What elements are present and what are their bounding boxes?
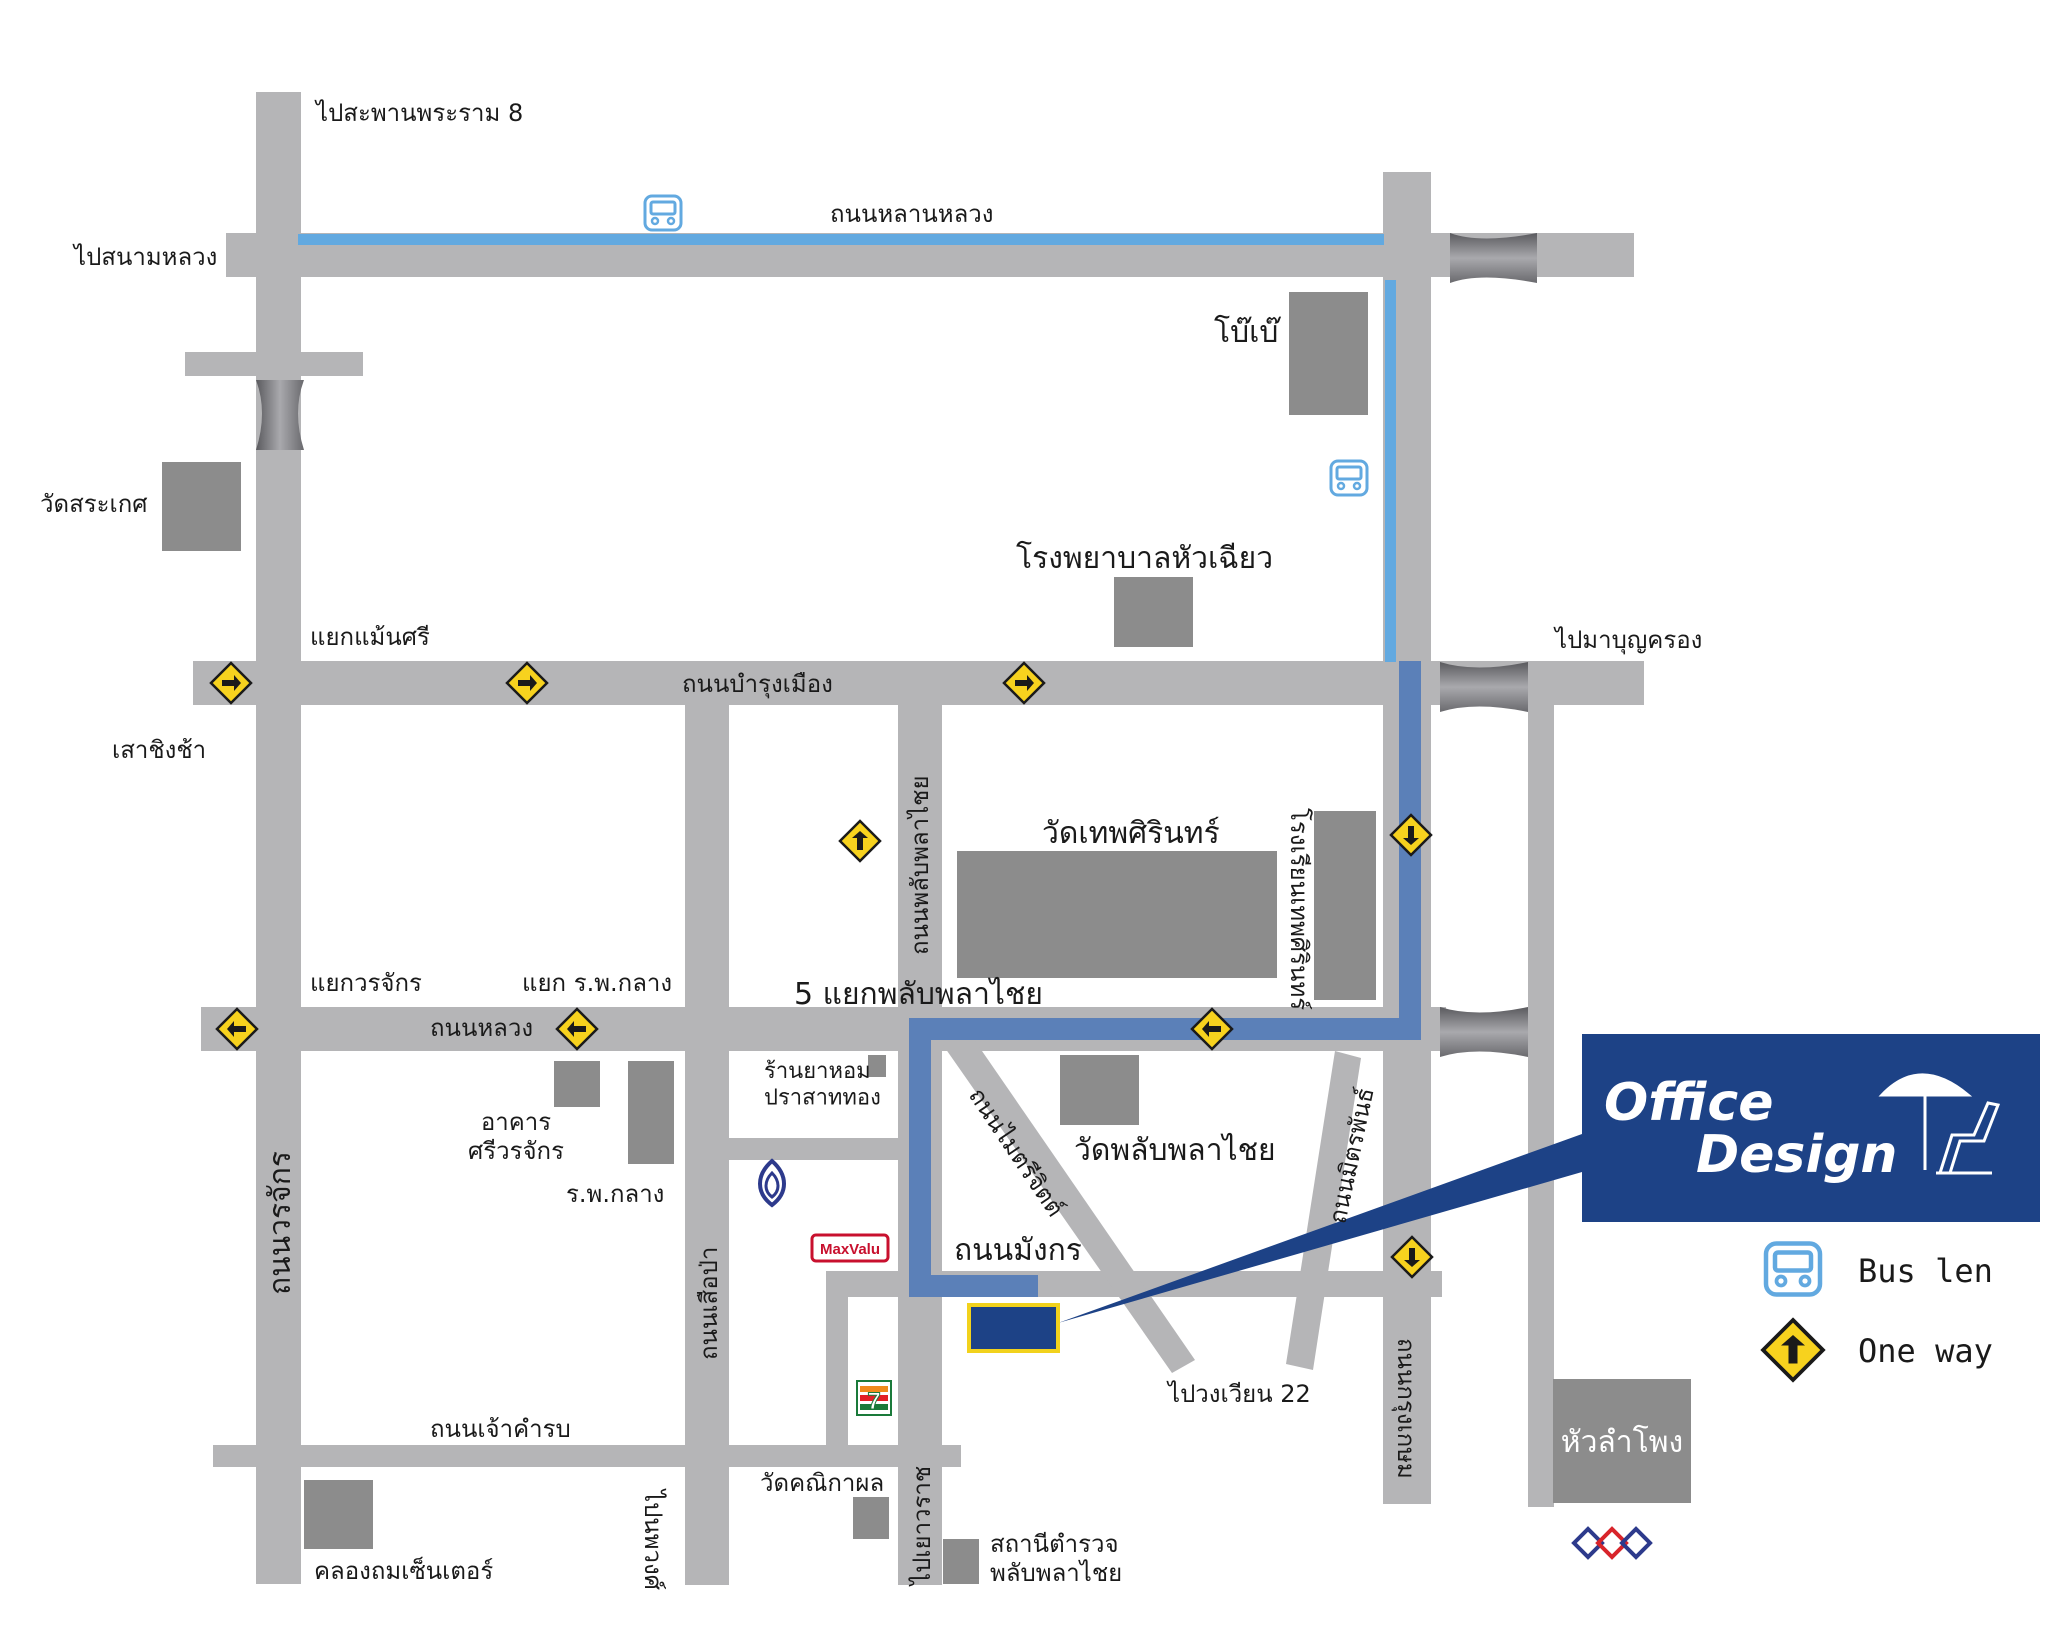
label-sao-ching-cha: เสาชิงช้า <box>112 736 206 764</box>
building-wat-thep-sirin <box>957 851 1277 978</box>
label-bobae: โบ๊เบ๊ <box>1214 314 1281 350</box>
road-small-horizontal <box>729 1138 898 1160</box>
label-klang-hospital: ร.พ.กลาง <box>566 1180 664 1208</box>
seven-eleven-logo: 7 <box>856 1380 892 1416</box>
building-wat-khanika-phon <box>853 1497 889 1539</box>
building-pharmacy <box>868 1055 886 1077</box>
label-mangkon-road: ถนนมังกร <box>954 1233 1082 1268</box>
label-klang-hospital-junction: แยก ร.พ.กลาง <box>522 969 672 997</box>
road-short-upper-left <box>185 352 363 376</box>
bridge-icon <box>1440 1007 1528 1057</box>
one-way-sign-icon <box>838 819 882 863</box>
label-building-sriworachak-1: อาคารศรีวรจักร <box>468 1108 564 1165</box>
label-to-rama8: ไปสะพานพระราม 8 <box>314 99 523 127</box>
map-labels: ไปสะพานพระราม 8 ไปสนามหลวง ถนนหลานหลวง โ… <box>40 99 1702 1590</box>
label-yaowarat-road: ไปเยาวราช <box>908 1466 936 1587</box>
road-chao-kham-rop <box>213 1445 961 1467</box>
label-wat-phlap-phla-chai: วัดพลับพลาไชย <box>1074 1132 1276 1168</box>
office-design-brand: Office Design <box>1582 1034 2040 1222</box>
one-way-sign-icon <box>1761 1318 1825 1382</box>
beach-chair-umbrella-icon <box>1878 1073 2001 1175</box>
mrt-logo-icon <box>1571 1526 1653 1560</box>
brand-line2: Design <box>1696 1125 1897 1185</box>
label-maen-si-junction: แยกแม้นศรี <box>310 623 430 651</box>
road-suea-pa <box>685 705 729 1585</box>
office-location-marker[interactable] <box>967 1303 1060 1353</box>
building-wat-phlap-phla-chai <box>1060 1055 1139 1125</box>
building-klang-hospital <box>628 1061 674 1164</box>
label-five-way-junction: 5 แยกพลับพลาไชย <box>794 976 1043 1012</box>
label-thep-sirin-school: โรงเรียนเทพศิรินทร์ <box>1285 808 1313 1010</box>
label-to-sanam-luang: ไปสนามหลวง <box>72 243 217 271</box>
label-wat-thep-sirin: วัดเทพศิรินทร์ <box>1042 816 1220 851</box>
maxvalu-logo: MaxValu <box>810 1233 890 1263</box>
route-to-office <box>909 661 1421 1297</box>
road-mittraphan <box>1286 1051 1361 1370</box>
label-pharmacy: ร้านยาหอมปราสาททอง <box>764 1059 881 1110</box>
buildings <box>162 292 1691 1584</box>
label-chao-kham-rop-road: ถนนเจ้าคำรบ <box>430 1415 571 1443</box>
legend-bus-lane-label: Bus len <box>1858 1252 1993 1290</box>
building-sriworachak <box>554 1061 600 1107</box>
bus-icon <box>1329 459 1369 497</box>
label-worachak-road: ถนนวรจักร <box>263 1151 298 1295</box>
building-klong-thom <box>304 1480 373 1549</box>
road-maitri-chit <box>936 1022 1195 1373</box>
label-krung-kasem-road: ถนนกรุงเกษม <box>1391 1338 1420 1479</box>
label-to-nopphawong: ไปนพวงศ์ <box>639 1488 667 1590</box>
bus-icon <box>1766 1244 1820 1295</box>
label-hua-lamphong: หัวลำโพง <box>1561 1424 1683 1460</box>
bridge-icon <box>1450 233 1537 283</box>
bridge-icon <box>1440 662 1528 712</box>
legend-bus-lane: Bus len <box>1766 1244 1993 1295</box>
label-hua-chiew-hospital: โรงพยาบาลหัวเฉียว <box>1016 540 1273 576</box>
label-to-wongwian-22: ไปวงเวียน 22 <box>1166 1380 1311 1408</box>
label-worachak-junction: แยกวรจักร <box>310 969 422 997</box>
svg-text:MaxValu: MaxValu <box>820 1241 880 1258</box>
bangkok-bank-icon <box>758 1158 786 1208</box>
label-to-mahboonkrong: ไปมาบุญครอง <box>1553 626 1702 655</box>
label-lan-luang-road: ถนนหลานหลวง <box>830 200 993 228</box>
road-worachak <box>256 92 301 1584</box>
legend-one-way: One way <box>1761 1318 1993 1382</box>
bus-lane <box>298 234 1396 662</box>
roads <box>185 92 1644 1585</box>
road-small-vertical <box>826 1297 848 1449</box>
building-hua-lamphong <box>1553 1379 1691 1503</box>
label-wat-khanika-phon: วัดคณิกาผล <box>760 1469 884 1497</box>
brand-line1: Office <box>1604 1073 1773 1133</box>
bridge-icon <box>256 380 304 450</box>
label-wat-saket: วัดสระเกศ <box>40 490 147 518</box>
bridges <box>256 233 1537 1057</box>
legend-one-way-label: One way <box>1858 1332 1993 1370</box>
label-police-station-1: สถานีตำรวจพลับพลาไชย <box>990 1530 1122 1587</box>
building-bobae <box>1289 292 1368 415</box>
road-bamrung-mueang <box>193 661 1644 705</box>
callout-pointer <box>1058 1134 1582 1323</box>
bus-icon <box>643 194 683 232</box>
building-police-station <box>943 1539 979 1584</box>
svg-text:7: 7 <box>867 1388 880 1415</box>
building-thep-sirin-school <box>1314 811 1376 1000</box>
label-phlap-phla-chai-road: ถนนพลับพลาไชย <box>906 775 934 955</box>
label-suea-pa-road: ถนนเสือป่า <box>695 1247 723 1360</box>
label-luang-road: ถนนหลวง <box>430 1014 533 1042</box>
label-bamrung-mueang-road: ถนนบำรุงเมือง <box>682 670 833 699</box>
building-wat-saket <box>162 462 241 551</box>
label-klong-thom-center: คลองถมเซ็นเตอร์ <box>314 1556 493 1585</box>
road-right-vertical <box>1528 705 1554 1507</box>
building-hua-chiew <box>1114 577 1193 647</box>
legend: Bus len One way <box>1761 1244 1993 1382</box>
